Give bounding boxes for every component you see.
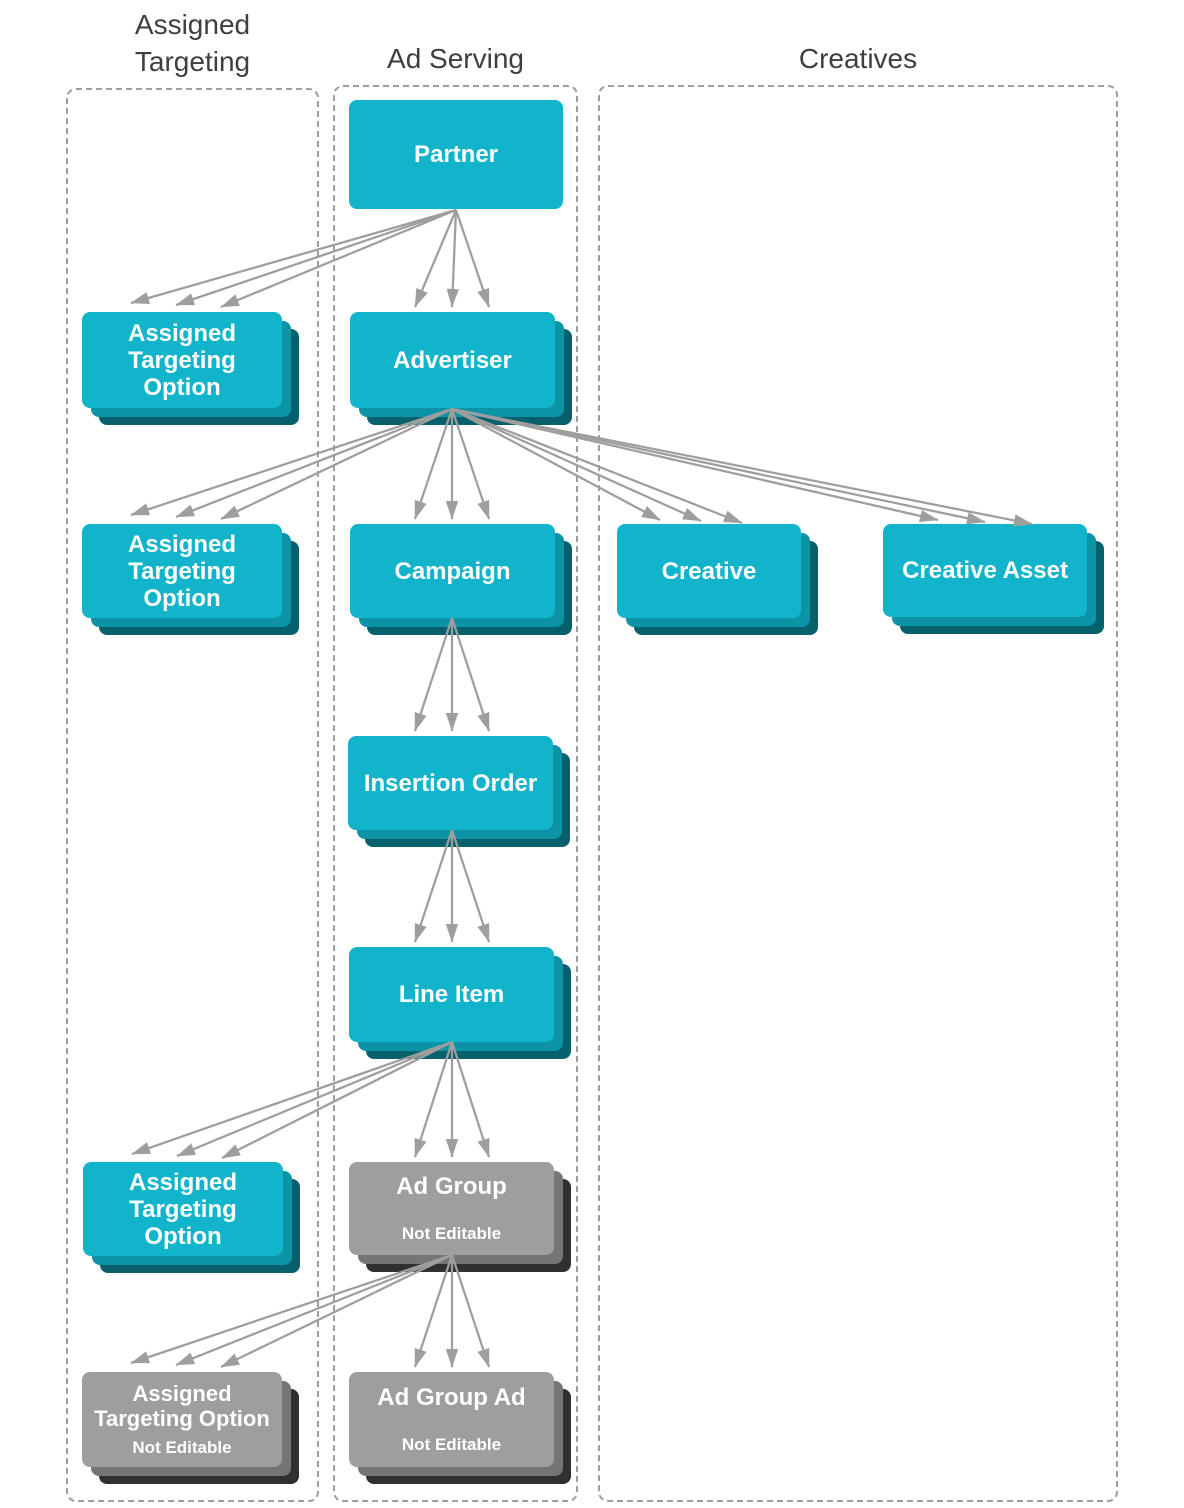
node-ad-group-ad: Ad Group Ad Not Editable (349, 1372, 554, 1467)
node-sublabel: Not Editable (132, 1438, 232, 1457)
node-creative-asset: Creative Asset (883, 524, 1087, 617)
node-assigned-targeting-option-2: Assigned Targeting Option (82, 524, 282, 618)
node-campaign: Campaign (350, 524, 555, 618)
node-partner: Partner (349, 100, 563, 209)
node-insertion-order: Insertion Order (348, 736, 553, 830)
node-label: Partner (413, 141, 499, 168)
node-label: Assigned Targeting Option (127, 319, 237, 401)
node-label: Ad Group (396, 1173, 507, 1200)
node-line-item: Line Item (349, 947, 554, 1042)
column-title-assigned-targeting: Assigned Targeting (134, 9, 251, 77)
column-title-creatives: Creatives (798, 43, 918, 74)
node-label: Creative (661, 557, 757, 585)
column-creatives (598, 85, 1118, 1502)
node-label: Assigned Targeting Option (128, 1168, 238, 1250)
node-advertiser: Advertiser (350, 312, 555, 408)
node-label: Advertiser (393, 346, 512, 374)
column-ad-serving (333, 85, 578, 1502)
node-label: Assigned Targeting Option (94, 1381, 270, 1431)
node-label: Assigned Targeting Option (127, 530, 237, 612)
node-sublabel: Not Editable (401, 1435, 502, 1454)
node-label: Insertion Order (363, 769, 538, 797)
node-label: Line Item (398, 981, 505, 1008)
node-label: Creative Asset (902, 557, 1068, 584)
column-assigned-targeting (66, 88, 319, 1502)
node-creative: Creative (617, 524, 801, 618)
node-assigned-targeting-option-1: Assigned Targeting Option (82, 312, 282, 408)
node-label: Campaign (394, 557, 511, 585)
node-assigned-targeting-option-3: Assigned Targeting Option (83, 1162, 283, 1256)
node-label: Ad Group Ad (377, 1384, 526, 1411)
node-sublabel: Not Editable (401, 1224, 502, 1243)
column-title-ad-serving: Ad Serving (387, 43, 524, 74)
